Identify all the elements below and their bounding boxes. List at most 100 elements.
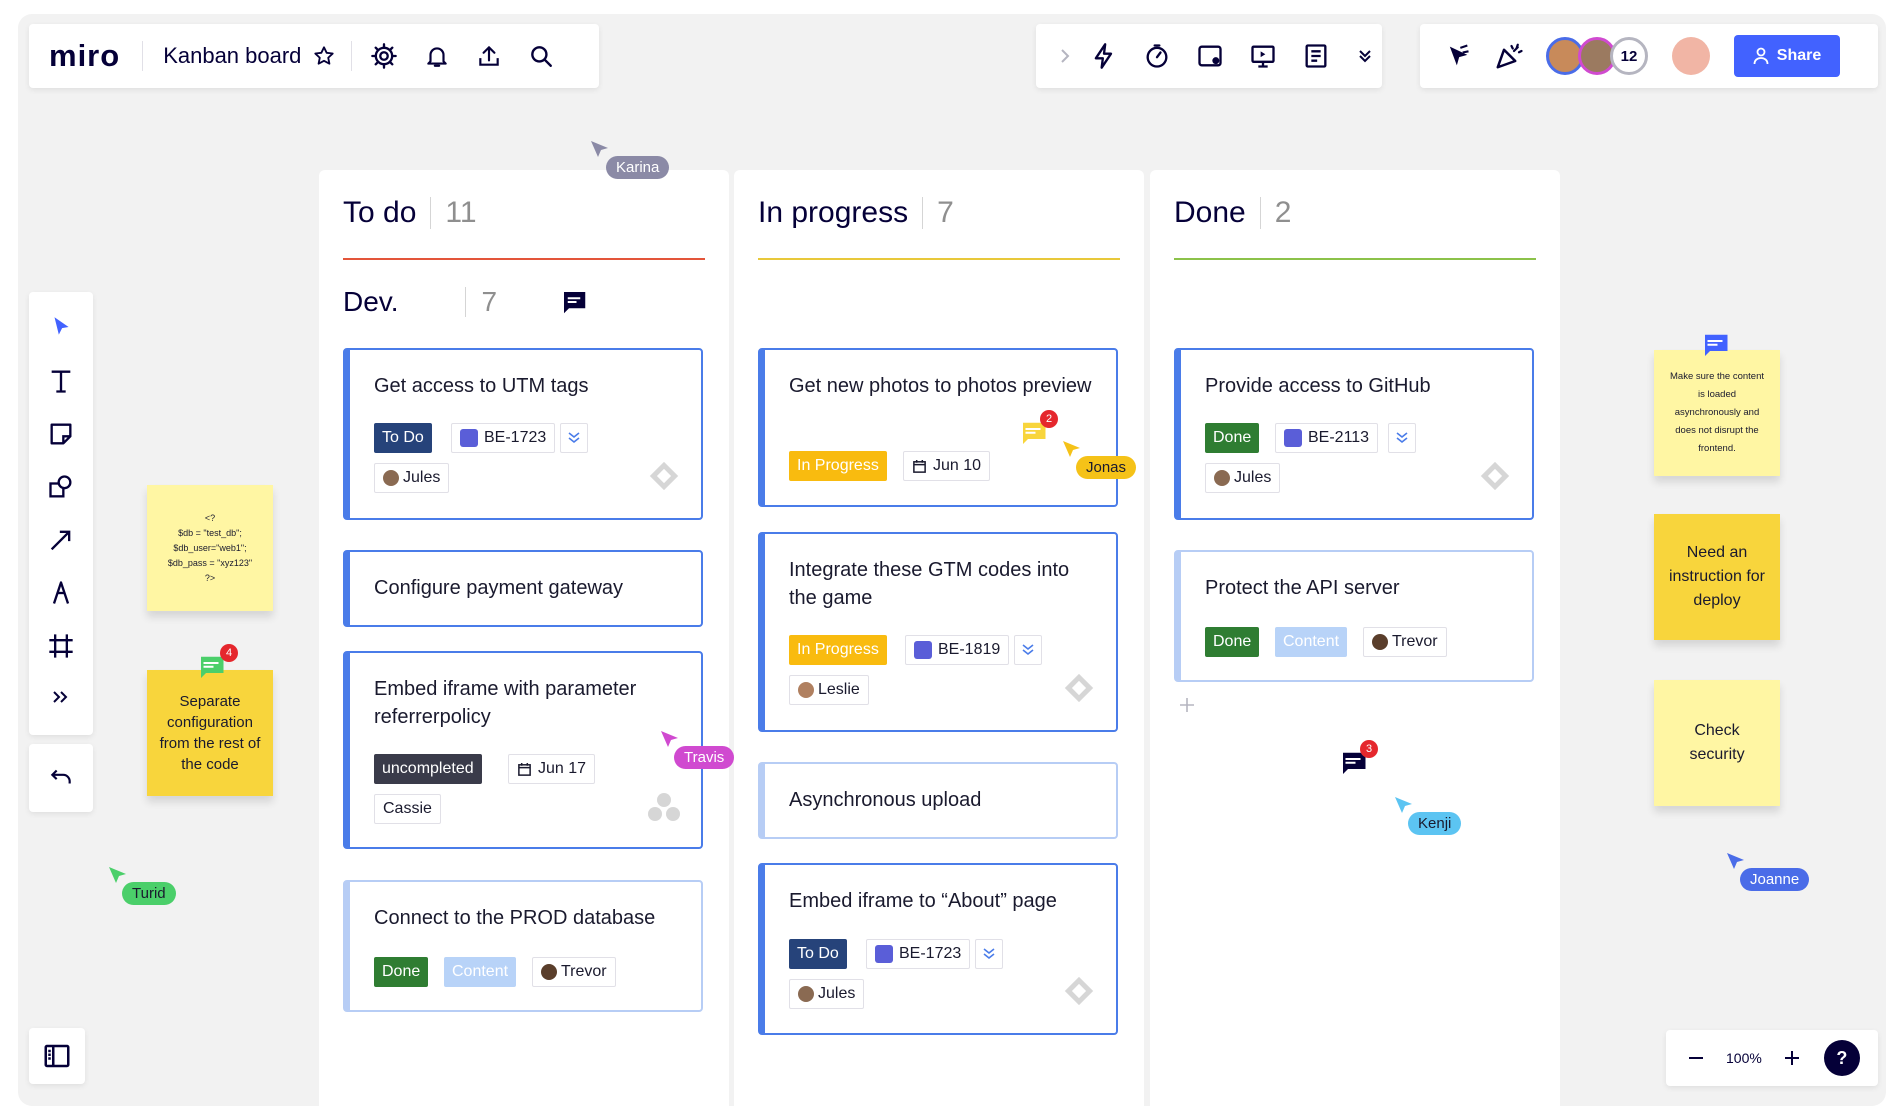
column-header[interactable]: In progress 7 [758, 196, 954, 230]
lightning-icon[interactable] [1090, 42, 1118, 70]
avatar [383, 470, 399, 486]
undo-icon[interactable] [48, 764, 74, 790]
chevrons-down-icon[interactable] [1355, 46, 1375, 66]
notes-icon[interactable] [1302, 42, 1330, 70]
assignee-chip[interactable]: Trevor [532, 957, 616, 987]
card-icon[interactable] [1196, 42, 1224, 70]
collaborator-avatars[interactable]: 12 [1546, 37, 1648, 75]
star-icon[interactable] [313, 45, 335, 67]
priority-button[interactable] [560, 423, 588, 453]
assignee-chip[interactable]: Leslie [789, 675, 869, 705]
sticky-security[interactable]: Check security [1654, 680, 1780, 806]
card-api-server[interactable]: Protect the API server Done Content Trev… [1174, 550, 1534, 682]
avatar[interactable] [1672, 37, 1710, 75]
sticky-note-icon[interactable] [47, 420, 75, 448]
card-title: Provide access to GitHub [1205, 375, 1431, 397]
board-title[interactable]: Kanban board [163, 43, 302, 68]
comment-icon[interactable] [559, 287, 589, 317]
zoom-out-icon[interactable] [1686, 1048, 1706, 1068]
priority-button[interactable] [975, 939, 1003, 969]
panel-icon [42, 1041, 72, 1071]
status-badge[interactable]: In Progress [789, 451, 887, 481]
status-badge[interactable]: To Do [374, 423, 432, 453]
card-utm[interactable]: Get access to UTM tags To Do BE-1723 Jul… [343, 348, 703, 520]
miro-logo[interactable]: miro [49, 38, 121, 73]
cursor-select-icon[interactable] [1444, 42, 1472, 70]
arrow-icon[interactable] [47, 526, 75, 554]
card-title: Get new photos to photos preview [789, 375, 1092, 397]
due-date-chip[interactable]: Jun 17 [508, 754, 596, 784]
assignee-chip[interactable]: Cassie [374, 794, 441, 824]
assignee-name: Jules [403, 469, 441, 486]
column-in-progress[interactable]: In progress 7 Get new photos to photos p… [734, 170, 1144, 1116]
bell-icon[interactable] [424, 43, 450, 69]
pen-icon[interactable] [47, 579, 75, 607]
zoom-panel: 100% ? [1666, 1030, 1878, 1086]
status-badge[interactable]: Done [1205, 423, 1260, 453]
add-card-icon[interactable] [1178, 696, 1196, 714]
swimlane-header[interactable]: Dev. 7 [343, 286, 589, 318]
sticky-separate-config[interactable]: Separate configuration from the rest of … [147, 670, 273, 796]
more-icon[interactable] [51, 689, 71, 705]
sticky-deploy[interactable]: Need an instruction for deploy [1654, 514, 1780, 640]
zoom-in-icon[interactable] [1782, 1048, 1802, 1068]
due-date-chip[interactable]: Jun 10 [903, 451, 991, 481]
assignee-chip[interactable]: Jules [374, 463, 450, 493]
issue-key[interactable]: BE-1723 [451, 423, 556, 453]
card-payment[interactable]: Configure payment gateway [343, 550, 703, 627]
assignee-chip[interactable]: Jules [789, 979, 865, 1009]
column-todo[interactable]: To do 11 Dev. 7 Get access to UTM tags T… [319, 170, 729, 1116]
card-async-upload[interactable]: Asynchronous upload [758, 762, 1118, 839]
chevron-right-icon[interactable] [1058, 47, 1072, 65]
issue-key[interactable]: BE-1819 [905, 635, 1010, 665]
collaborator-count[interactable]: 12 [1610, 37, 1648, 75]
card-title: Get access to UTM tags [374, 375, 589, 397]
column-done[interactable]: Done 2 Provide access to GitHub Done BE-… [1150, 170, 1560, 1116]
shapes-icon[interactable] [47, 473, 75, 501]
status-badge[interactable]: Done [374, 957, 429, 987]
status-badge[interactable]: Done [1205, 627, 1260, 657]
select-icon[interactable] [48, 314, 74, 340]
column-header[interactable]: Done 2 [1174, 196, 1291, 230]
settings-icon[interactable] [370, 42, 398, 70]
column-title: Done [1174, 196, 1246, 229]
assignee-chip[interactable]: Trevor [1363, 627, 1447, 657]
card-github[interactable]: Provide access to GitHub Done BE-2113 Ju… [1174, 348, 1534, 520]
card-prod-database[interactable]: Connect to the PROD database Done Conten… [343, 880, 703, 1012]
sticky-code[interactable]: <? $db = "test_db"; $db_user="web1"; $db… [147, 485, 273, 611]
issue-key[interactable]: BE-2113 [1275, 423, 1379, 453]
celebrate-icon[interactable] [1494, 41, 1524, 71]
comment-done-column[interactable]: 3 [1338, 740, 1378, 783]
user-icon [1753, 47, 1769, 65]
content-tag[interactable]: Content [1275, 627, 1348, 657]
priority-button[interactable] [1014, 635, 1042, 665]
status-badge[interactable]: uncompleted [374, 754, 482, 784]
card-iframe-param[interactable]: Embed iframe with parameter referrerpoli… [343, 651, 703, 849]
comment-photos[interactable]: 2 [1018, 410, 1058, 453]
assignee-chip[interactable]: Jules [1205, 463, 1281, 493]
present-icon[interactable] [1249, 42, 1277, 70]
comment-icon [1340, 752, 1366, 774]
frame-icon[interactable] [47, 632, 75, 660]
column-header[interactable]: To do 11 [343, 196, 477, 230]
status-badge[interactable]: To Do [789, 939, 847, 969]
timer-icon[interactable] [1143, 42, 1171, 70]
sidebar-toggle[interactable] [29, 1028, 85, 1084]
card-gtm[interactable]: Integrate these GTM codes into the game … [758, 532, 1118, 732]
zoom-level[interactable]: 100% [1726, 1050, 1762, 1066]
text-icon[interactable] [47, 367, 75, 395]
priority-button[interactable] [1388, 423, 1416, 453]
sticky-async-note[interactable]: Make sure the content is loaded asynchro… [1654, 350, 1780, 476]
comment-separate[interactable]: 4 [196, 644, 238, 687]
card-photos[interactable]: Get new photos to photos preview In Prog… [758, 348, 1118, 507]
issue-key[interactable]: BE-1723 [866, 939, 971, 969]
comment-icon [198, 656, 224, 678]
content-tag[interactable]: Content [444, 957, 517, 987]
comment-icon[interactable] [1700, 332, 1730, 365]
card-iframe-about[interactable]: Embed iframe to “About” page To Do BE-17… [758, 863, 1118, 1035]
share-button[interactable]: Share [1734, 35, 1840, 77]
help-button[interactable]: ? [1823, 1040, 1860, 1076]
search-icon[interactable] [528, 43, 554, 69]
status-badge[interactable]: In Progress [789, 635, 887, 665]
upload-icon[interactable] [476, 43, 502, 69]
